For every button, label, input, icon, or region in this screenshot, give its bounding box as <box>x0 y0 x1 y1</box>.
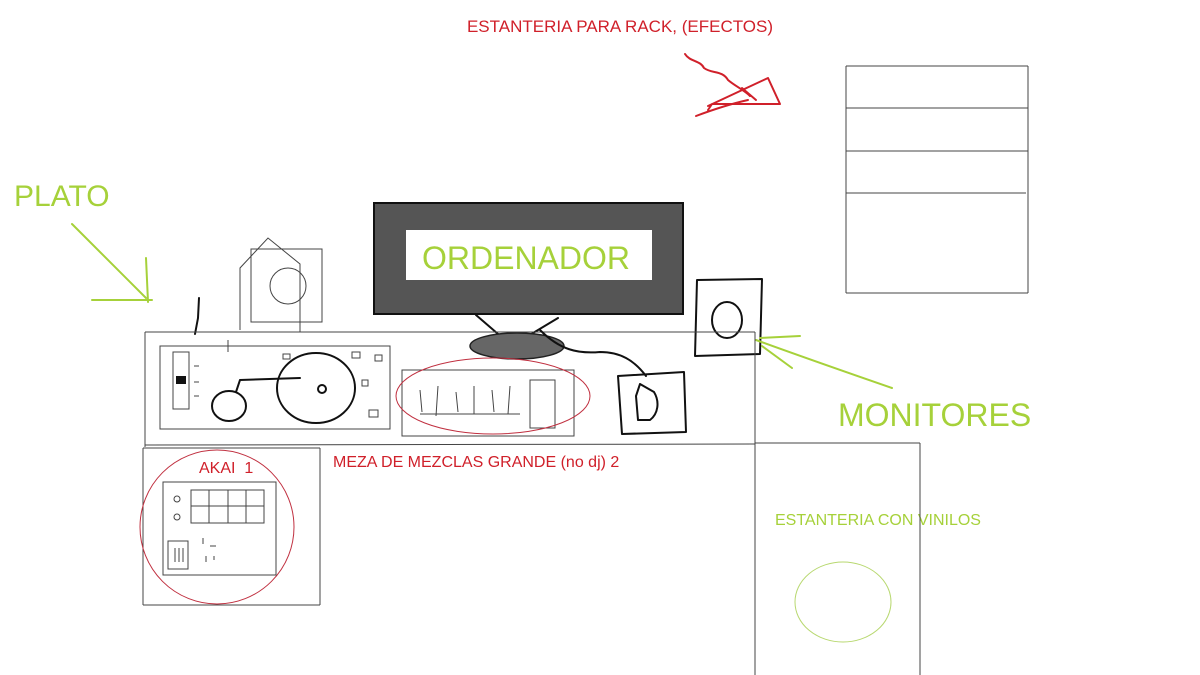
vinyl-shelf-label: ESTANTERIA CON VINILOS <box>775 512 981 529</box>
mixer <box>395 357 591 437</box>
akai-label: AKAI 1 <box>199 460 253 477</box>
desk <box>142 331 921 675</box>
vinyl-record-icon <box>794 561 892 643</box>
monitors-label: MONITORES <box>838 397 1031 433</box>
mixer-label: MEZA DE MEZCLAS GRANDE (no dj) 2 <box>333 454 619 471</box>
turntable-label: PLATO <box>14 180 110 213</box>
rack-shelf <box>845 65 1029 294</box>
mouse <box>539 329 687 435</box>
left-speaker <box>194 237 323 335</box>
monitors-arrow-icon <box>755 335 893 389</box>
turntable-arrow-icon <box>71 223 153 303</box>
rack-shelf-label: ESTANTERIA PARA RACK, (EFECTOS) <box>467 17 773 36</box>
rack-arrow-icon <box>684 53 781 117</box>
computer-label: ORDENADOR <box>422 240 630 276</box>
right-speaker <box>694 278 763 357</box>
akai-controller <box>139 449 295 605</box>
turntable <box>159 340 391 430</box>
computer-monitor: ORDENADOR <box>373 202 684 360</box>
